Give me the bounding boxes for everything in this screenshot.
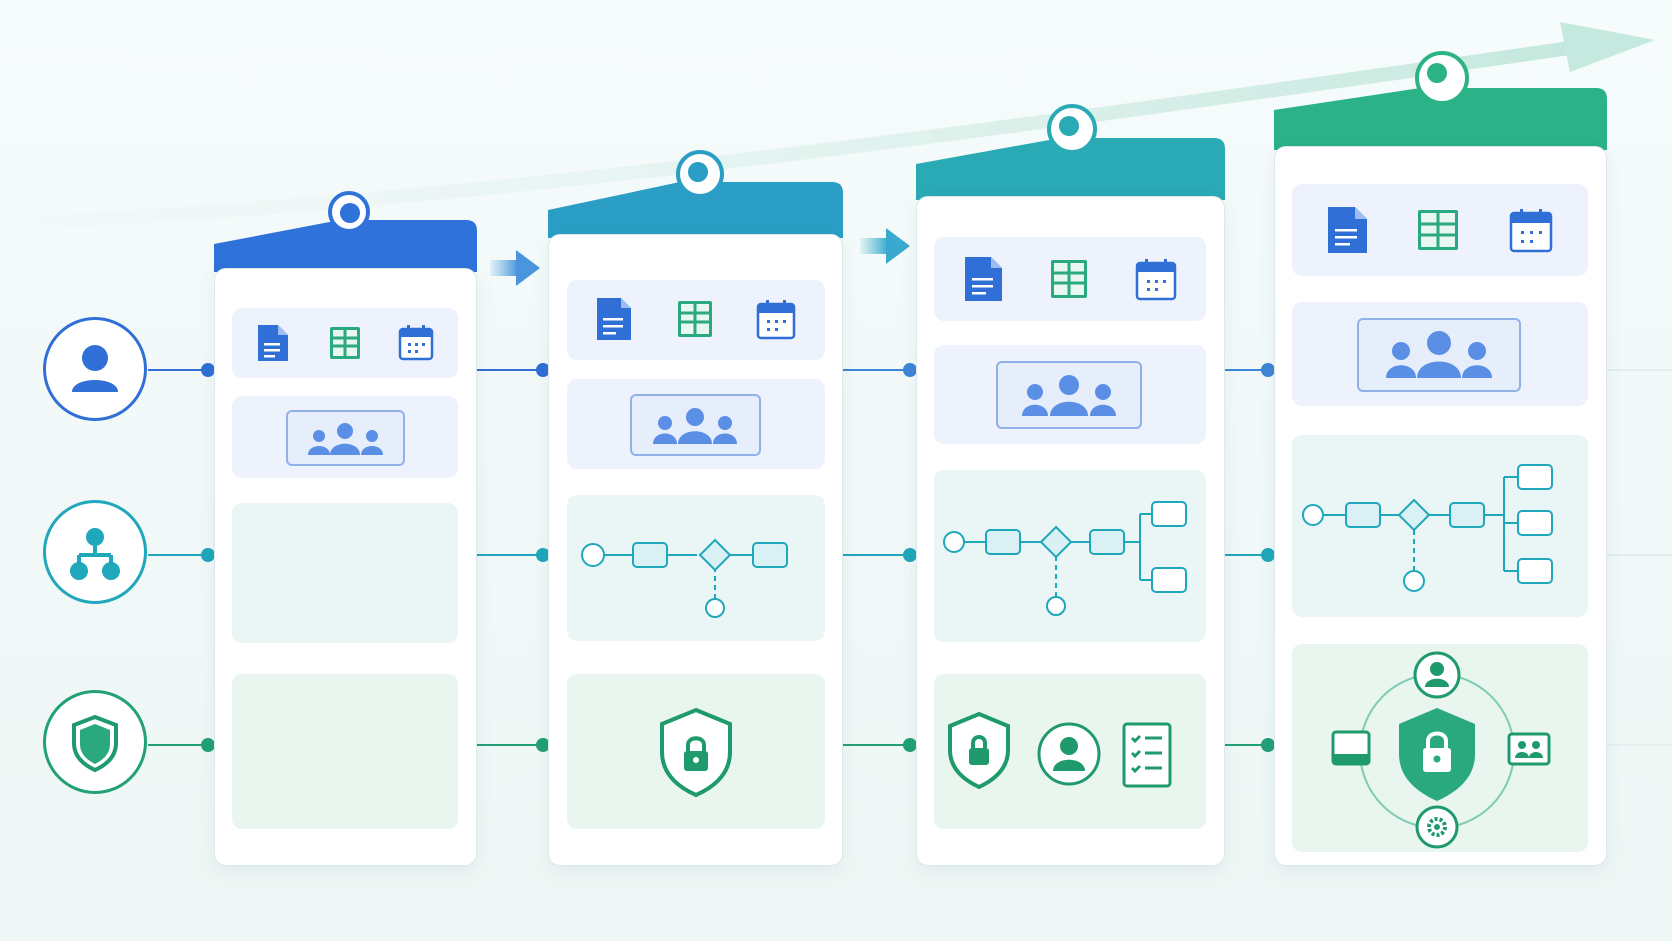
stage-3-tools: [965, 257, 1177, 301]
lock-shield-icon: [1399, 708, 1475, 801]
stage-1-milestone: [328, 191, 370, 233]
stage-4-security-panel: [1292, 644, 1588, 852]
stage-3-milestone: [1047, 104, 1097, 154]
team-box: [996, 361, 1142, 429]
arrow-stage-2-3: [860, 228, 910, 264]
user-icon: [1413, 651, 1461, 699]
shield-icon: [72, 714, 118, 773]
team-icon: [653, 408, 737, 444]
category-shield: [43, 690, 147, 794]
calendar-icon: [756, 300, 796, 340]
stage-1-security-panel: [232, 674, 458, 829]
user-icon: [72, 345, 118, 392]
category-hierarchy: [43, 500, 147, 604]
document-icon: [258, 325, 288, 361]
stage-3-security-panel: [934, 674, 1206, 829]
stage-3-team-panel: [934, 345, 1206, 444]
calendar-icon: [1135, 259, 1177, 301]
team-icon: [1386, 331, 1492, 378]
branching-flow: [943, 501, 1187, 616]
team-box: [286, 410, 405, 466]
document-icon: [965, 257, 1002, 301]
stage-2-milestone: [676, 150, 724, 198]
lock-shield-icon: [948, 711, 1010, 790]
stage-4-milestone: [1415, 51, 1469, 105]
user-badge-icon: [1037, 722, 1101, 786]
stage-1-team-panel: [232, 396, 458, 478]
arrow-stage-1-2: [490, 250, 540, 286]
hierarchy-icon: [70, 528, 120, 580]
stage-1-tools: [258, 325, 434, 361]
branching-flow-3: [1302, 464, 1553, 592]
spreadsheet-icon: [1051, 260, 1087, 298]
calendar-icon: [398, 325, 434, 361]
stage-2-tools: [597, 298, 796, 340]
stage-4-security-icons: [1331, 651, 1551, 849]
stage-2-team-panel: [567, 379, 825, 469]
lock-shield-icon: [660, 707, 732, 798]
team-icon: [308, 423, 383, 455]
stage-4-tools-panel: [1292, 184, 1588, 276]
stage-4-tools: [1328, 207, 1553, 253]
stage-3-security-icons: [948, 711, 1172, 790]
linear-flow: [581, 538, 788, 618]
settings-icon: [1415, 805, 1459, 849]
spreadsheet-icon: [1418, 210, 1458, 250]
stage-2-workflow-panel: [567, 495, 825, 641]
contacts-icon: [1507, 732, 1551, 766]
stage-2-tools-panel: [567, 280, 825, 360]
team-icon: [1022, 375, 1116, 416]
document-icon: [1328, 207, 1367, 253]
stage-1-tools-panel: [232, 308, 458, 378]
stage-3-tools-panel: [934, 237, 1206, 321]
stage-1-workflow-panel: [232, 503, 458, 643]
spreadsheet-icon: [678, 301, 712, 337]
team-box: [1357, 318, 1521, 392]
stage-2-security-panel: [567, 674, 825, 829]
stage-4-workflow-panel: [1292, 435, 1588, 617]
growth-arrowhead: [1560, 22, 1655, 72]
stage-4-team-panel: [1292, 302, 1588, 406]
team-box: [630, 394, 761, 456]
spreadsheet-icon: [330, 327, 360, 359]
category-user: [43, 317, 147, 421]
checklist-icon: [1122, 722, 1172, 788]
device-icon: [1331, 730, 1371, 766]
document-icon: [597, 298, 631, 340]
calendar-icon: [1509, 209, 1553, 253]
stage-3-workflow-panel: [934, 470, 1206, 642]
